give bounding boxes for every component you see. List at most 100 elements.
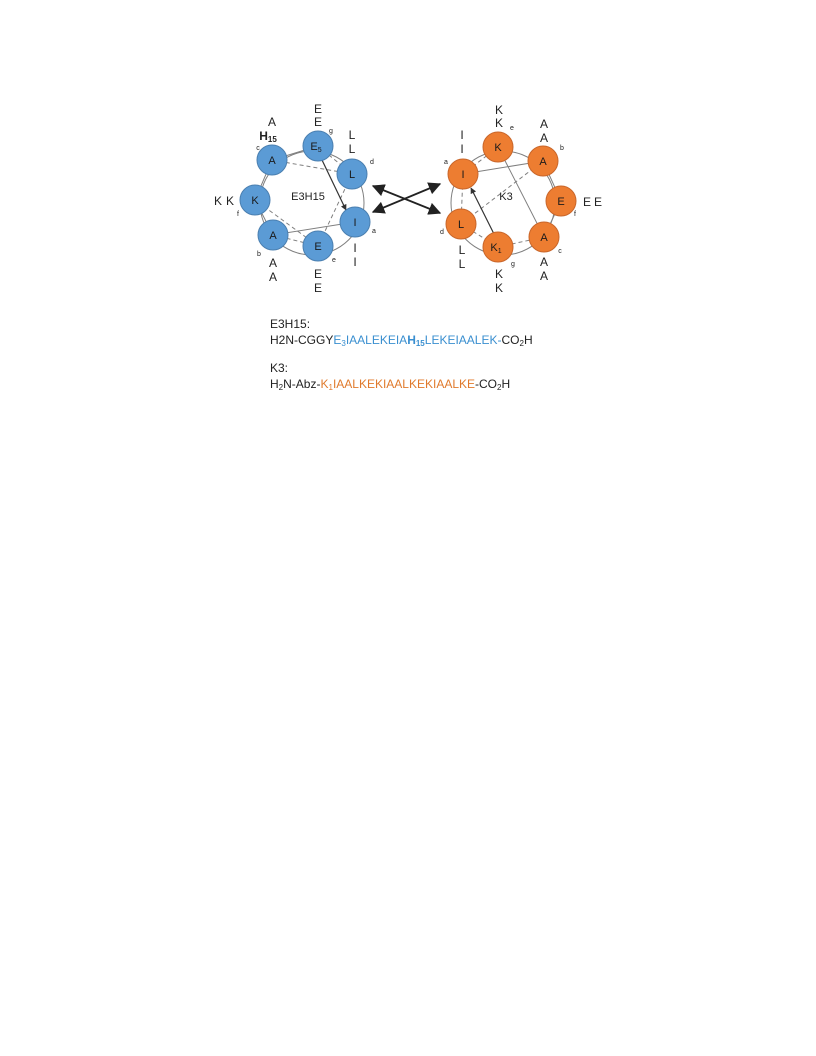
k3-dashed-connector — [460, 146, 544, 226]
outer-residue-label: E — [314, 102, 322, 116]
heptad-position-label: a — [372, 228, 376, 235]
heptad-position-label: c — [558, 248, 562, 255]
residue-label: K1 — [490, 242, 501, 255]
outer-residue-label: L — [459, 243, 466, 257]
residue-label: E — [314, 241, 321, 253]
e3h15-residue-d: L d L L — [336, 128, 374, 190]
heptad-position-label: e — [332, 257, 336, 264]
residue-label: I — [353, 217, 356, 229]
outer-residue-label: I — [460, 142, 463, 156]
e3h15-residue-c: A c A H15 — [256, 115, 288, 176]
seq-h2n-rest: N-Abz- — [283, 377, 321, 391]
residue-circle — [545, 185, 577, 217]
residue-label: L — [349, 169, 355, 181]
residue-label: A — [269, 230, 277, 242]
heptad-position-label: g — [511, 261, 515, 268]
outer-residue-label: K — [495, 103, 503, 117]
outer-residue-label: E — [314, 281, 322, 295]
residue-circle — [339, 206, 371, 238]
residue-label: I — [461, 169, 464, 181]
e3h15-residue-b: A b A A — [257, 219, 289, 284]
residue-circle — [336, 158, 368, 190]
seq-co2h-h: H — [523, 333, 533, 347]
k3-wheel: K3 K e K K I a I I A b A A E f E E — [440, 103, 602, 295]
outer-residue-label: K — [214, 194, 222, 208]
residue-circle — [256, 144, 288, 176]
outer-residue-label: E — [314, 267, 322, 281]
outer-residue-label: L — [349, 128, 356, 142]
arrow-d-to-a — [371, 184, 442, 215]
residue-circle — [302, 230, 334, 262]
e3h15-residue-a: I a I I — [339, 206, 376, 269]
residue-circle — [239, 184, 271, 216]
seq-k-residue: K — [320, 377, 329, 391]
outer-residue-label: I — [460, 128, 463, 142]
outer-residue-label: K — [495, 281, 503, 295]
heptad-position-label: e — [510, 125, 514, 132]
k3-residue-b: A b A A — [527, 117, 564, 177]
outer-residue-label: A — [268, 115, 276, 129]
outer-residue-label: A — [540, 131, 548, 145]
e3h15-wheel: E3H15 A c A H15 E5 g E E L d L L K f K — [214, 102, 376, 295]
seq-h2n-h: H — [270, 377, 279, 391]
k3-sequence: H2N-Abz-K1IAALKEKIAALKEKIAALKE-CO2H — [270, 376, 510, 396]
residue-label: E — [557, 196, 564, 208]
heptad-position-label: b — [560, 145, 564, 152]
seq-h2n-sub: 2 — [278, 383, 284, 392]
heptad-position-label: c — [256, 145, 260, 152]
e3h15-sequence-block: E3H15: H2N-CGGYE3IAALEKEIAH15LEKEIAALEK-… — [270, 316, 533, 352]
seq-h-index: 15 — [415, 339, 425, 348]
e3h15-wheel-name: E3H15 — [291, 191, 325, 203]
interaction-arrows — [371, 182, 442, 215]
k3-direction-arrow — [470, 187, 495, 235]
k3-wheel-name: K3 — [499, 191, 512, 203]
residue-circle — [482, 131, 514, 163]
outer-residue-label: A — [269, 256, 277, 270]
k3-residue-f: E f E E — [545, 185, 602, 218]
outer-residue-label: L — [349, 142, 356, 156]
outer-residue-label-bold: H15 — [259, 129, 277, 144]
seq-suffix: -CO — [475, 377, 498, 391]
residue-label: A — [268, 155, 276, 167]
outer-residue-label: E — [594, 195, 602, 209]
heptad-position-label: g — [329, 128, 333, 135]
outer-residue-label: I — [353, 255, 356, 269]
residue-label: A — [539, 156, 547, 168]
e3h15-dashed-connector — [254, 159, 353, 247]
seq-prefix: H2N-CGGY — [270, 333, 334, 347]
residue-label: L — [458, 219, 464, 231]
heptad-position-label: b — [257, 251, 261, 258]
residue-circle — [527, 145, 559, 177]
residue-circle — [257, 219, 289, 251]
k3-sequence-block: K3: H2N-Abz-K1IAALKEKIAALKEKIAALKE-CO2H — [270, 360, 510, 396]
heptad-position-label: d — [370, 159, 374, 166]
residue-label: A — [540, 232, 548, 244]
outer-residue-label: A — [540, 117, 548, 131]
seq-co2h-sub: 2 — [519, 339, 524, 348]
k3-residue-e: K e K K — [482, 103, 514, 163]
seq-e-residue: E — [333, 333, 342, 347]
heptad-position-label: f — [574, 211, 576, 218]
heptad-position-label: a — [444, 159, 448, 166]
residue-label: K — [251, 195, 259, 207]
seq-co2h: CO — [501, 333, 520, 347]
seq-co2h-h: H — [501, 377, 511, 391]
outer-residue-label: E — [583, 195, 591, 209]
e3h15-residue-e: E e E E — [302, 230, 336, 295]
e3h15-sequence-name: E3H15: — [270, 317, 311, 331]
outer-residue-label: A — [269, 270, 277, 284]
outer-residue-label: K — [226, 194, 234, 208]
k3-residue-c: A c A A — [528, 221, 562, 283]
outer-residue-label: A — [540, 269, 548, 283]
outer-residue-label: L — [459, 257, 466, 271]
outer-residue-label: I — [353, 241, 356, 255]
seq-colored-segment: IAALKEKIAALKEKIAALKE — [332, 377, 476, 391]
heptad-position-label: f — [237, 211, 239, 218]
e3h15-sequence: H2N-CGGYE3IAALEKEIAH15LEKEIAALEK-CO2H — [270, 332, 533, 352]
k3-sequence-name: K3: — [270, 361, 289, 375]
k3-residue-d: L d L L — [440, 208, 477, 271]
outer-residue-label: A — [540, 255, 548, 269]
e3h15-direction-arrow — [321, 159, 347, 211]
seq-co2h-sub: 2 — [497, 383, 502, 392]
